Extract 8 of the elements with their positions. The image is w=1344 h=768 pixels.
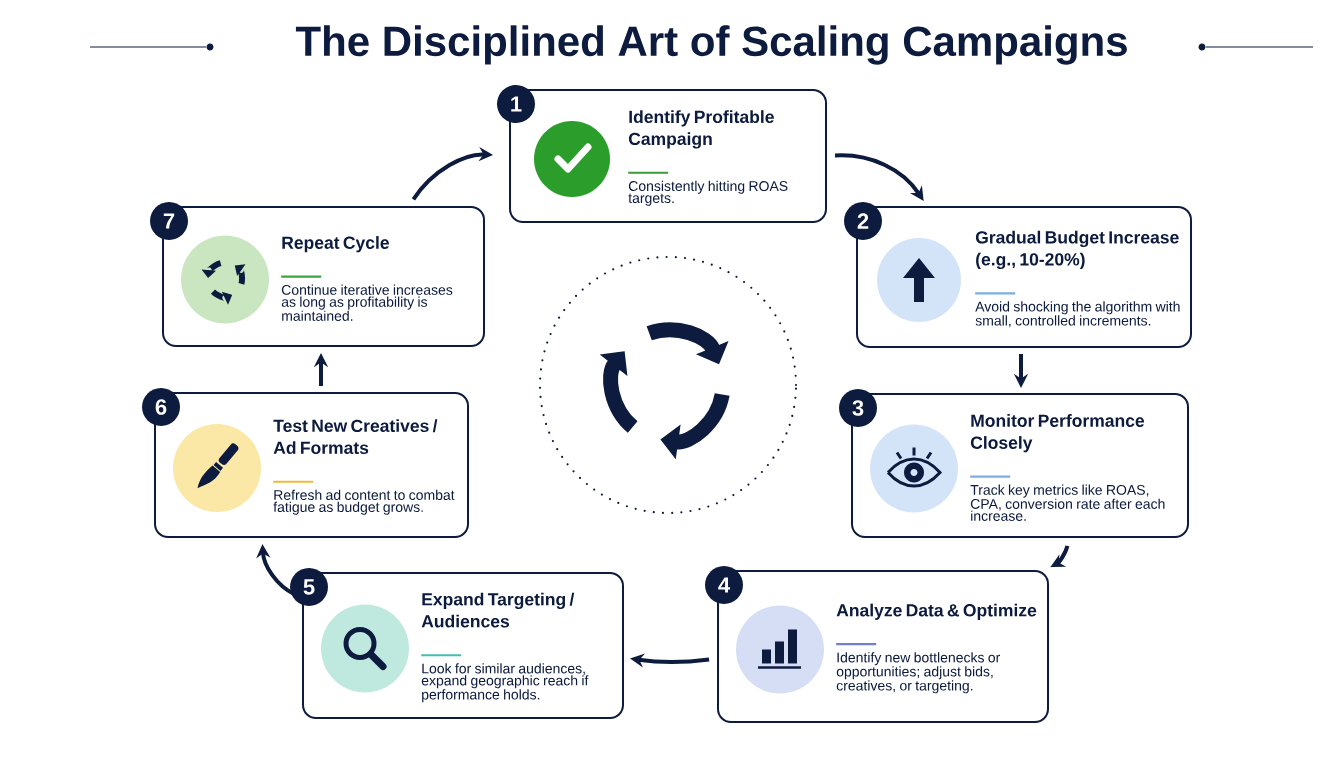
number-badge: 3 [839, 389, 877, 427]
number-badge: 7 [150, 202, 188, 240]
number-badge: 2 [844, 202, 882, 240]
number-badge: 4 [705, 566, 743, 604]
number-badge: 5 [290, 568, 328, 606]
number-badge: 1 [497, 85, 535, 123]
number-badge: 6 [142, 388, 180, 426]
title: The Disciplined Art of Scaling Campaigns [295, 25, 1127, 65]
